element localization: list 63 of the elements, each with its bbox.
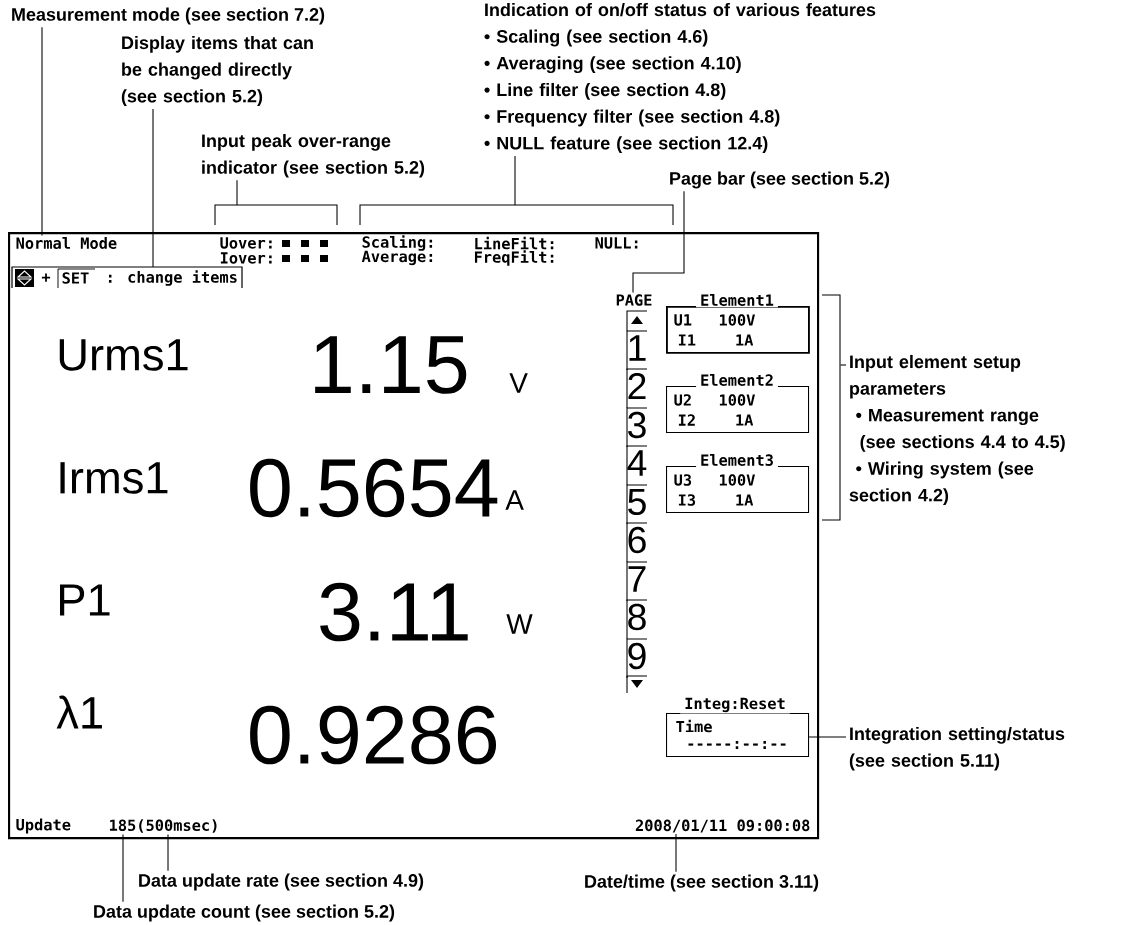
page-heading: PAGE	[616, 294, 652, 306]
measurement-name: Irms1	[60, 462, 168, 494]
measured-value: 0.5654	[250, 458, 498, 518]
leader-line	[41, 26, 43, 236]
element-setup-box: Element1 U1 100V I1 1A	[666, 292, 810, 354]
bracket	[821, 294, 841, 521]
bracket	[214, 204, 338, 226]
mode-text: Normal Mode	[16, 237, 117, 249]
measurement-name: Urms1	[59, 339, 188, 371]
measurement-name: P1	[60, 584, 110, 616]
status-label: Uover:	[220, 237, 272, 249]
callout-text: Integration setting/status (see section 5.11)	[849, 726, 1065, 771]
page-button: 7	[626, 561, 648, 602]
callout-text: Data update rate (see section 4.9)	[139, 873, 424, 891]
update-count-text: 185(500msec)	[110, 819, 217, 833]
update-label: Update	[16, 818, 71, 834]
node-label: Element3	[701, 454, 773, 466]
bracket	[359, 204, 674, 226]
page-button: 5	[626, 484, 648, 525]
page-button: 1	[626, 330, 648, 371]
leader-line	[514, 155, 516, 206]
leader-line	[122, 833, 124, 903]
page-button: 3	[626, 407, 648, 448]
page-button: 9	[626, 638, 648, 679]
status-label: Iover:	[220, 252, 272, 264]
leader-line	[167, 833, 169, 872]
node-label: Element2	[701, 374, 773, 386]
leader-line	[236, 179, 238, 206]
callout-text: Display items that can be changed directly (see section 5.2)	[121, 35, 313, 107]
measurement-name: λ1	[56, 695, 102, 729]
callout-text: Measurement mode (see section 7.2)	[12, 7, 325, 25]
element-setup-box: Element2 U2 100V I2 1A	[666, 372, 810, 434]
callout-text: Data update count (see section 5.2)	[94, 904, 395, 922]
measured-value: 3.11	[320, 582, 468, 642]
unit-label: V	[509, 373, 528, 393]
page-button: 2	[626, 368, 648, 409]
status-label: Scaling:	[362, 235, 433, 251]
status-label: FreqFilt:	[474, 250, 554, 266]
leader-line	[675, 833, 677, 873]
display-screen	[8, 232, 820, 840]
node-label: Element1	[701, 294, 774, 306]
measured-value: 0.9286	[250, 705, 497, 765]
integration-box: Integ:Reset Time -----:--:--	[666, 696, 810, 758]
page-button: 6	[626, 522, 648, 563]
unit-label: A	[505, 490, 524, 510]
leader-line	[152, 108, 154, 268]
status-label: Average:	[361, 250, 433, 266]
callout-text: Indication of on/off status of various features • Scaling (see section 4.6) • Averaging (see section 4.10) • Line filter (see section 4.8) • Frequency filter (see section 4.8) • NULL feature (see section 12.4)	[484, 2, 876, 154]
callout-text: Input element setup parameters • Measurement range (see sections 4.4 to 4.5) • Wiring system (see section 4.2)	[849, 354, 1065, 506]
measured-value: 1.15	[315, 336, 467, 394]
leader-line	[808, 736, 847, 738]
unit-label: W	[506, 614, 533, 634]
callout-text: Page bar (see section 5.2)	[670, 171, 890, 189]
callout-text: Input peak over-range indicator (see section 5.2)	[202, 133, 425, 178]
page-button: 8	[626, 599, 648, 640]
change-items-bar: + SET : change items	[11, 266, 243, 289]
leader-line	[840, 364, 847, 366]
callout-text: Date/time (see section 3.11)	[585, 874, 819, 892]
leader-line	[632, 190, 685, 294]
node-label: Integ:Reset	[685, 697, 785, 713]
date-time-text: 2008/01/11 09:00:08	[635, 819, 810, 833]
page-button: 4	[626, 445, 648, 486]
element-setup-box: Element3 U3 100V I3 1A	[666, 452, 810, 514]
